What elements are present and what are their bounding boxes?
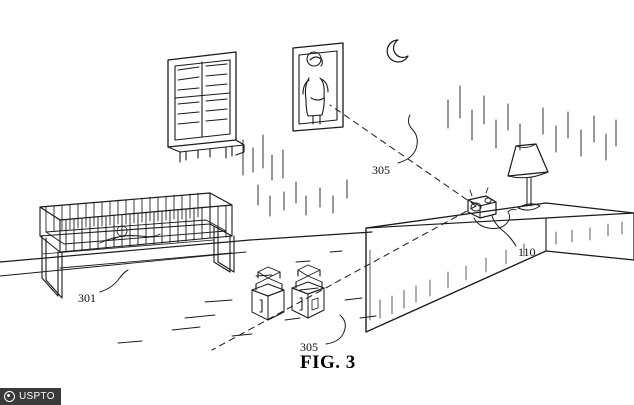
leader-305-upper [397, 114, 418, 164]
uspto-watermark-label: USPTO [19, 391, 55, 402]
crib [39, 192, 235, 299]
floor-line [0, 231, 373, 277]
wall-hatching [242, 85, 617, 217]
leader-lines [99, 114, 517, 345]
leader-110 [491, 215, 517, 247]
leader-305-lower [325, 314, 346, 345]
reference-numeral-305-upper: 305 [372, 163, 390, 177]
toy-blocks [251, 264, 325, 321]
framed-picture [292, 42, 344, 132]
circle-dot-icon [4, 391, 15, 402]
camera-monitor [467, 187, 517, 229]
dresser [365, 202, 634, 333]
reference-numeral-305-lower: 305 [300, 340, 318, 354]
leader-301 [99, 269, 129, 293]
window [167, 51, 245, 163]
moon-decal [386, 39, 409, 63]
table-lamp [507, 143, 549, 211]
field-of-view-lines [211, 104, 477, 351]
figure-caption: FIG. 3 [300, 352, 356, 373]
uspto-watermark: USPTO [0, 388, 61, 405]
reference-numeral-301: 301 [78, 291, 96, 305]
floor-hatching [117, 250, 377, 344]
reference-numeral-110: 110 [518, 245, 536, 259]
